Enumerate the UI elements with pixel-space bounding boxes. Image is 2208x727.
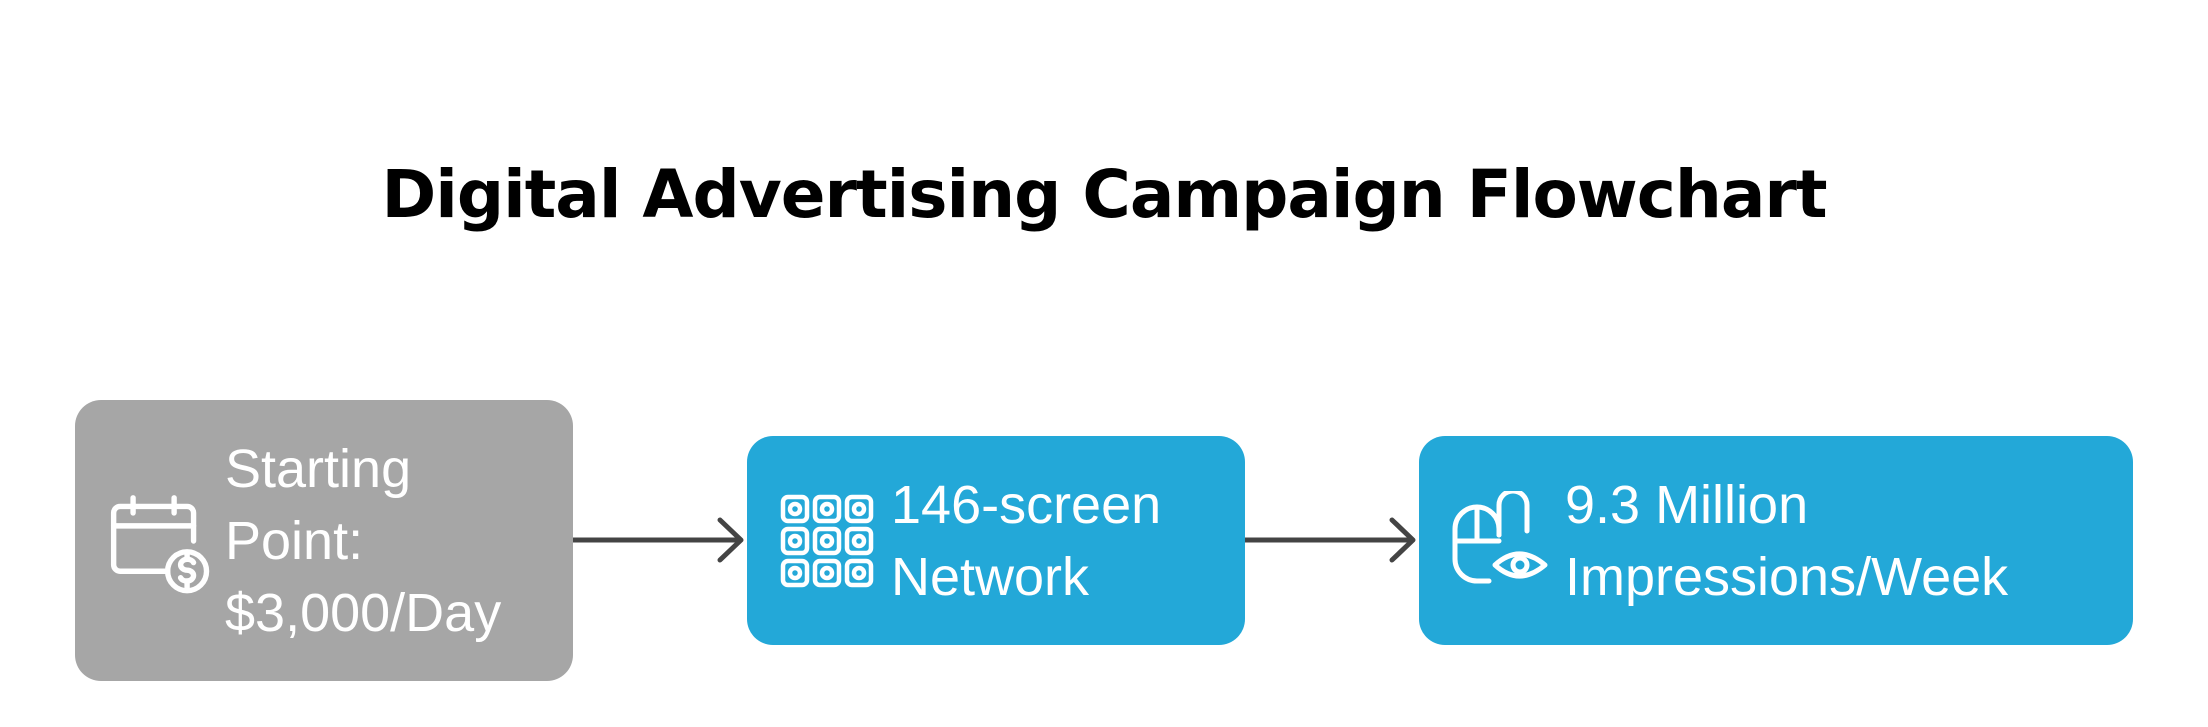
arrow-network-to-impressions xyxy=(1245,517,1416,563)
calendar-dollar-icon xyxy=(105,487,213,595)
mouse-eye-icon xyxy=(1449,490,1549,591)
arrow-start-to-network xyxy=(573,517,744,563)
node-label: 9.3 Million Impressions/Week xyxy=(1565,474,2009,607)
node-impressions: 9.3 Million Impressions/Week xyxy=(1419,436,2133,645)
screen-grid-icon xyxy=(779,493,875,589)
diagram-title: Digital Advertising Campaign Flowchart xyxy=(381,156,1827,233)
node-starting-point: Starting Point: $3,000/Day xyxy=(75,400,573,681)
node-label: Starting Point: $3,000/Day xyxy=(225,438,502,643)
node-label: 146-screen Network xyxy=(891,474,1162,607)
node-screen-network: 146-screen Network xyxy=(747,436,1245,645)
